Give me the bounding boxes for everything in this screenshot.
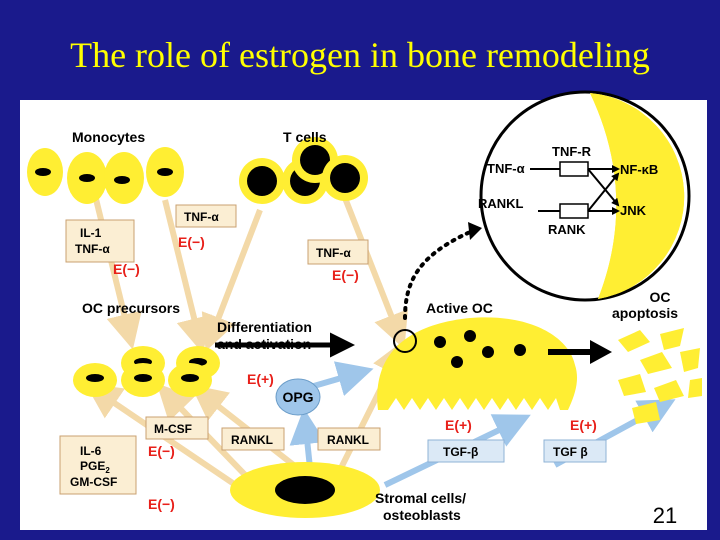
inset-tnf-a: TNF-α	[487, 161, 525, 176]
signaling-inset: TNF-R TNF-α NF-κB RANKL JNK RANK	[478, 90, 691, 302]
opg-node: OPG	[275, 378, 321, 416]
box-rankl-left	[221, 427, 285, 451]
inset-nf-kb: NF-κB	[620, 162, 658, 177]
box-mcsf-text: M-CSF	[154, 422, 192, 436]
t-cells-group	[239, 137, 368, 204]
page-number: 21	[652, 503, 678, 528]
label-t-cells: T cells	[283, 129, 327, 145]
box-mcsf	[145, 416, 209, 440]
effect-e-minus-il6: E(−)	[148, 496, 175, 512]
box-tgf-left-text: TGF-β	[443, 445, 478, 459]
inset-rankl: RANKL	[478, 196, 524, 211]
factor-boxes: IL-1 TNF-α TNF-α TNF-α M-CSF RANKL RANKL…	[59, 204, 607, 495]
box-tgf-left	[427, 439, 505, 463]
arrow-tcell-to-oc	[342, 196, 408, 350]
opg-label: OPG	[282, 389, 313, 405]
arrow-stromal-to-opg	[289, 408, 326, 469]
inset-tnf-r: TNF-R	[552, 144, 592, 159]
arrow-tcell-to-precursor	[201, 208, 263, 352]
box-tgf-right-text: TGF β	[553, 445, 588, 459]
estrogen-effects: E(−) E(−) E(−) E(−) E(−) E(+) E(+) E(+)	[113, 234, 597, 512]
tnf-receptor	[559, 161, 589, 177]
inset-rank: RANK	[548, 222, 586, 237]
arrow-tnf-to-precursor	[162, 199, 212, 354]
label-and-activation: and activation	[217, 336, 311, 352]
label-active-oc: Active OC	[426, 300, 493, 316]
effect-e-plus-tgf-right: E(+)	[570, 417, 597, 433]
label-differentiation: Differentiation	[217, 319, 312, 335]
oc-precursors-group	[73, 346, 220, 397]
label-stromal: Stromal cells/	[375, 490, 466, 506]
effect-e-plus-opg: E(+)	[247, 371, 274, 387]
box-tnf-mono	[175, 204, 237, 228]
stromal-cell-nucleus	[275, 476, 335, 504]
label-apoptosis: apoptosis	[612, 305, 678, 321]
box-il6-line2: PGE2	[80, 459, 110, 475]
box-il6	[59, 435, 137, 495]
effect-e-minus-tcell: E(−)	[332, 267, 359, 283]
box-rankl-right	[317, 427, 381, 451]
label-oc-precursors: OC precursors	[82, 300, 180, 316]
box-il1-line1: IL-1	[80, 226, 102, 240]
zoom-region	[393, 329, 417, 353]
effect-e-minus-mono: E(−)	[178, 234, 205, 250]
box-tnf-tcell-text: TNF-α	[316, 246, 351, 260]
effect-e-minus-il1: E(−)	[113, 261, 140, 277]
slide-title: The role of estrogen in bone remodeling	[70, 35, 650, 75]
apoptotic-fragments	[618, 328, 702, 424]
effect-e-minus-mcsf: E(−)	[148, 443, 175, 459]
box-tgf-right	[543, 439, 607, 463]
label-oc: OC	[650, 289, 671, 305]
effect-e-plus-tgf-left: E(+)	[445, 417, 472, 433]
monocytes-group	[27, 147, 184, 204]
cell-labels: Monocytes T cells OC precursors Differen…	[72, 129, 678, 523]
label-monocytes: Monocytes	[72, 129, 145, 145]
osteoclast-body	[377, 317, 578, 410]
arrow-mono-to-precursor	[92, 194, 142, 350]
box-il6-line1: IL-6	[80, 444, 102, 458]
rank-receptor	[559, 203, 589, 219]
box-tnf-tcell	[307, 239, 369, 265]
box-tnf-mono-text: TNF-α	[184, 210, 219, 224]
box-rankl-right-text: RANKL	[327, 433, 369, 447]
active-osteoclast	[377, 317, 578, 410]
inset-jnk: JNK	[620, 203, 647, 218]
box-il6-line3: GM-CSF	[70, 475, 117, 489]
label-osteoblasts: osteoblasts	[383, 507, 461, 523]
box-rankl-left-text: RANKL	[231, 433, 273, 447]
apoptosis-arrow	[548, 340, 612, 364]
dotted-zoom-arrow	[403, 230, 472, 320]
box-il1-line2: TNF-α	[75, 242, 110, 256]
stromal-cell	[230, 462, 380, 518]
box-il1	[65, 219, 135, 263]
